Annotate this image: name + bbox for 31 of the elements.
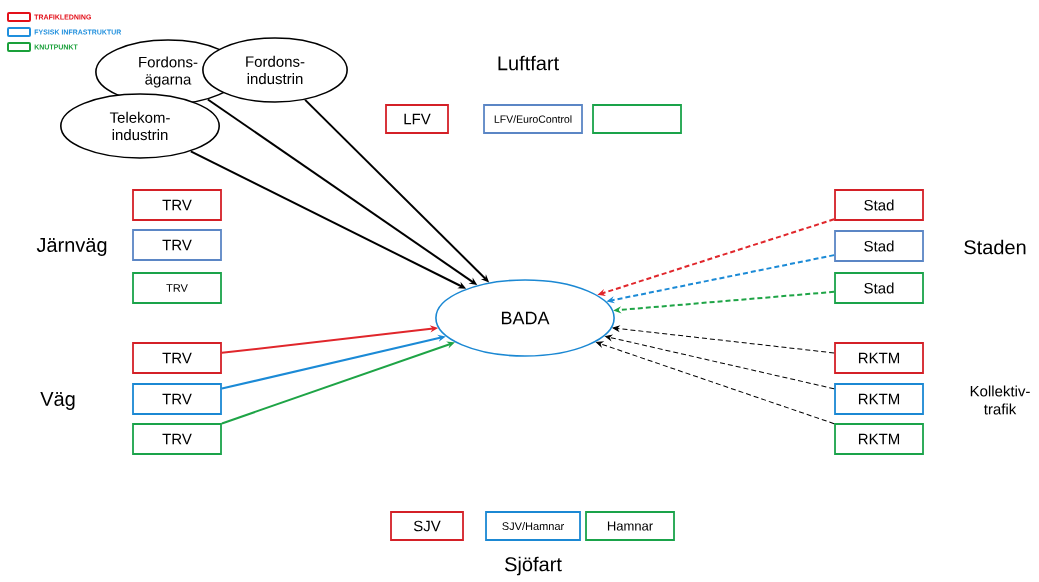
group-label: Kollektiv- trafik — [970, 385, 1030, 415]
box-node: RKTM — [834, 383, 924, 415]
group-label: Staden — [964, 239, 1026, 255]
box-node: TRV — [132, 342, 222, 374]
box-node: LFV/EuroControl — [483, 104, 583, 134]
box-node: RKTM — [834, 423, 924, 455]
box-node — [592, 104, 682, 134]
ellipse-node: BADA — [435, 279, 615, 357]
group-label: Väg — [40, 392, 75, 410]
arrow — [220, 341, 455, 425]
box-node: Stad — [834, 272, 924, 304]
box-node: LFV — [385, 104, 449, 134]
box-node: Stad — [834, 189, 924, 221]
box-node: Hamnar — [585, 511, 675, 541]
group-label: Sjöfart — [505, 556, 562, 576]
box-node: TRV — [132, 229, 222, 261]
arrow — [605, 334, 835, 390]
box-node: TRV — [132, 383, 222, 415]
ellipse-node: Telekom- industrin — [60, 93, 220, 159]
group-label: Luftfart — [498, 55, 559, 71]
box-node: TRV — [132, 423, 222, 455]
box-node: Stad — [834, 230, 924, 262]
arrow — [596, 341, 835, 425]
ellipse-node: Fordons- industrin — [202, 37, 348, 103]
box-node: SJV/Hamnar — [485, 511, 581, 541]
arrow — [612, 325, 835, 354]
box-node: RKTM — [834, 342, 924, 374]
group-label: Järnväg — [36, 238, 107, 256]
box-node: SJV — [390, 511, 464, 541]
box-node: TRV — [132, 272, 222, 304]
box-node: TRV — [132, 189, 222, 221]
